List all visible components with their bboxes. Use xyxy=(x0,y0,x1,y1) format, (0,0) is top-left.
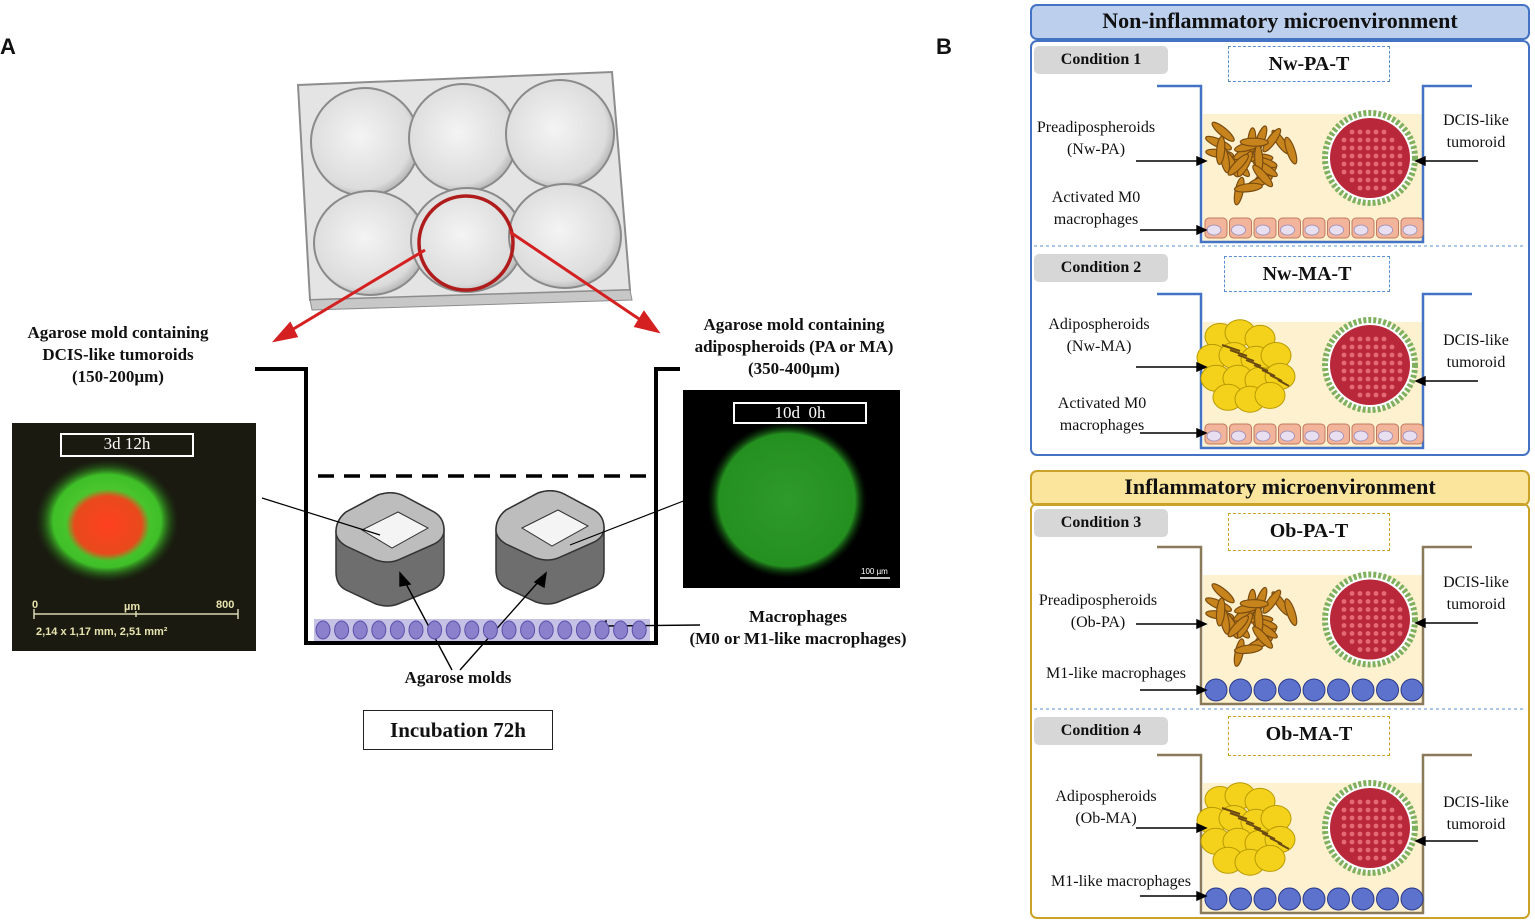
condition-3-left-label-2-line-1: M1-like macrophages xyxy=(1046,665,1186,682)
right-mold-label: Agarose mold containing adipospheroids (… xyxy=(672,314,916,380)
condition-4-label: Condition 4 xyxy=(1034,717,1168,745)
scale-bar-label: 100 µm xyxy=(861,567,888,576)
right-mold-label-line-1: Agarose mold containing xyxy=(703,315,885,334)
left-mold-label-line-1: Agarose mold containing xyxy=(27,323,209,342)
condition-3-code: Ob-PA-T xyxy=(1228,513,1390,551)
condition-4-right-label-line-1: DCIS-like xyxy=(1443,794,1509,811)
panel-letter-b: B xyxy=(936,34,952,59)
condition-1-code: Nw-PA-T xyxy=(1228,46,1390,82)
condition-2-left-label-1: Adipospheroids (Nw-MA) xyxy=(1030,314,1168,358)
macrophages-label: Macrophages (M0 or M1-like macrophages) xyxy=(660,606,936,650)
condition-2-left-label-1-line-1: Adipospheroids xyxy=(1048,316,1150,333)
condition-3-right-label-line-2: tumoroid xyxy=(1446,596,1506,613)
agarose-mold-right xyxy=(495,490,605,605)
incubation-box: Incubation 72h xyxy=(363,710,553,750)
condition-2-label: Condition 2 xyxy=(1034,254,1168,282)
tumoroid-micrograph: 3d 12h 0 µm 800 2,14 x 1,17 mm, 2,51 mm² xyxy=(12,423,256,651)
condition-1-left-label-1: Preadipospheroids (Nw-PA) xyxy=(1030,117,1162,161)
condition-3-left-label-1: Preadipospheroids (Ob-PA) xyxy=(1030,590,1166,634)
condition-1-left-label-1-line-1: Preadipospheroids xyxy=(1036,119,1156,136)
plate-wells xyxy=(310,79,622,296)
condition-2-code: Nw-MA-T xyxy=(1224,256,1390,292)
agarose-molds-label: Agarose molds xyxy=(404,668,512,687)
condition-4-left-label-1: Adipospheroids (Ob-MA) xyxy=(1040,786,1172,830)
condition-3-left-label-2: M1-like macrophages xyxy=(1030,663,1202,685)
inflammatory-box xyxy=(1030,503,1530,919)
highlighted-well xyxy=(417,194,515,292)
non-inflammatory-box xyxy=(1030,40,1530,456)
scale-info: 2,14 x 1,17 mm, 2,51 mm² xyxy=(36,626,168,638)
condition-3-left-label-1-line-2: (Ob-PA) xyxy=(1070,614,1126,631)
panel-letter-a: A xyxy=(0,34,16,59)
left-mold-label-line-2: DCIS-like tumoroids xyxy=(42,345,194,364)
condition-2-right-label-line-2: tumoroid xyxy=(1446,354,1506,371)
culture-chamber xyxy=(255,367,680,645)
adipospheroid-timestamp: 10d 0h xyxy=(733,402,867,424)
condition-1-right-label-line-2: tumoroid xyxy=(1446,134,1506,151)
right-mold-label-line-3: (350-400µm) xyxy=(748,359,840,378)
condition-4-left-label-2: M1-like macrophages xyxy=(1030,871,1212,893)
condition-2-left-label-2-line-2: macrophages xyxy=(1059,417,1145,434)
condition-2-left-label-2-line-1: Activated M0 xyxy=(1057,395,1147,412)
macrophages-label-line-1: Macrophages xyxy=(749,607,847,626)
condition-1-right-label-line-1: DCIS-like xyxy=(1443,112,1509,129)
macrophages-label-line-2: (M0 or M1-like macrophages) xyxy=(689,629,907,648)
condition-4-left-label-2-line-1: M1-like macrophages xyxy=(1051,873,1191,890)
condition-2-left-label-1-line-2: (Nw-MA) xyxy=(1066,338,1132,355)
left-mold-label-line-3: (150-200µm) xyxy=(72,367,164,386)
condition-3-label: Condition 3 xyxy=(1034,509,1168,537)
condition-2-left-label-2: Activated M0 macrophages xyxy=(1036,393,1168,437)
condition-1-left-label-2: Activated M0 macrophages xyxy=(1030,187,1162,231)
left-mold-label: Agarose mold containing DCIS-like tumoro… xyxy=(0,322,236,388)
condition-1-right-label: DCIS-like tumoroid xyxy=(1428,110,1524,154)
condition-1-label: Condition 1 xyxy=(1034,46,1168,74)
condition-4-right-label-line-2: tumoroid xyxy=(1446,816,1506,833)
condition-2-right-label-line-1: DCIS-like xyxy=(1443,332,1509,349)
scale-tick-end: 800 xyxy=(216,599,235,611)
adipospheroid-micrograph: 10d 0h 100 µm xyxy=(683,390,900,588)
condition-4-code: Ob-MA-T xyxy=(1228,716,1390,756)
condition-1-left-label-2-line-2: macrophages xyxy=(1053,211,1139,228)
inflammatory-title: Inflammatory microenvironment xyxy=(1030,470,1530,506)
macrophage-cells-a xyxy=(314,619,650,641)
condition-4-left-label-1-line-1: Adipospheroids xyxy=(1055,788,1157,805)
condition-3-left-label-1-line-1: Preadipospheroids xyxy=(1038,592,1158,609)
condition-1-left-label-1-line-2: (Nw-PA) xyxy=(1066,141,1126,158)
condition-2-right-label: DCIS-like tumoroid xyxy=(1428,330,1524,374)
condition-4-right-label: DCIS-like tumoroid xyxy=(1428,792,1524,836)
condition-3-right-label: DCIS-like tumoroid xyxy=(1428,572,1524,616)
condition-4-left-label-1-line-2: (Ob-MA) xyxy=(1075,810,1137,827)
red-arrows xyxy=(271,230,661,343)
scale-tick-unit: µm xyxy=(124,601,141,613)
non-inflammatory-title: Non-inflammatory microenvironment xyxy=(1030,4,1530,40)
condition-1-left-label-2-line-1: Activated M0 xyxy=(1051,189,1141,206)
condition-3-right-label-line-1: DCIS-like xyxy=(1443,574,1509,591)
connector-lines xyxy=(261,497,687,546)
scale-tick-start: 0 xyxy=(32,599,39,611)
right-mold-label-line-2: adipospheroids (PA or MA) xyxy=(694,337,894,356)
tumoroid-timestamp: 3d 12h xyxy=(60,433,194,457)
agarose-mold-left xyxy=(335,492,445,607)
